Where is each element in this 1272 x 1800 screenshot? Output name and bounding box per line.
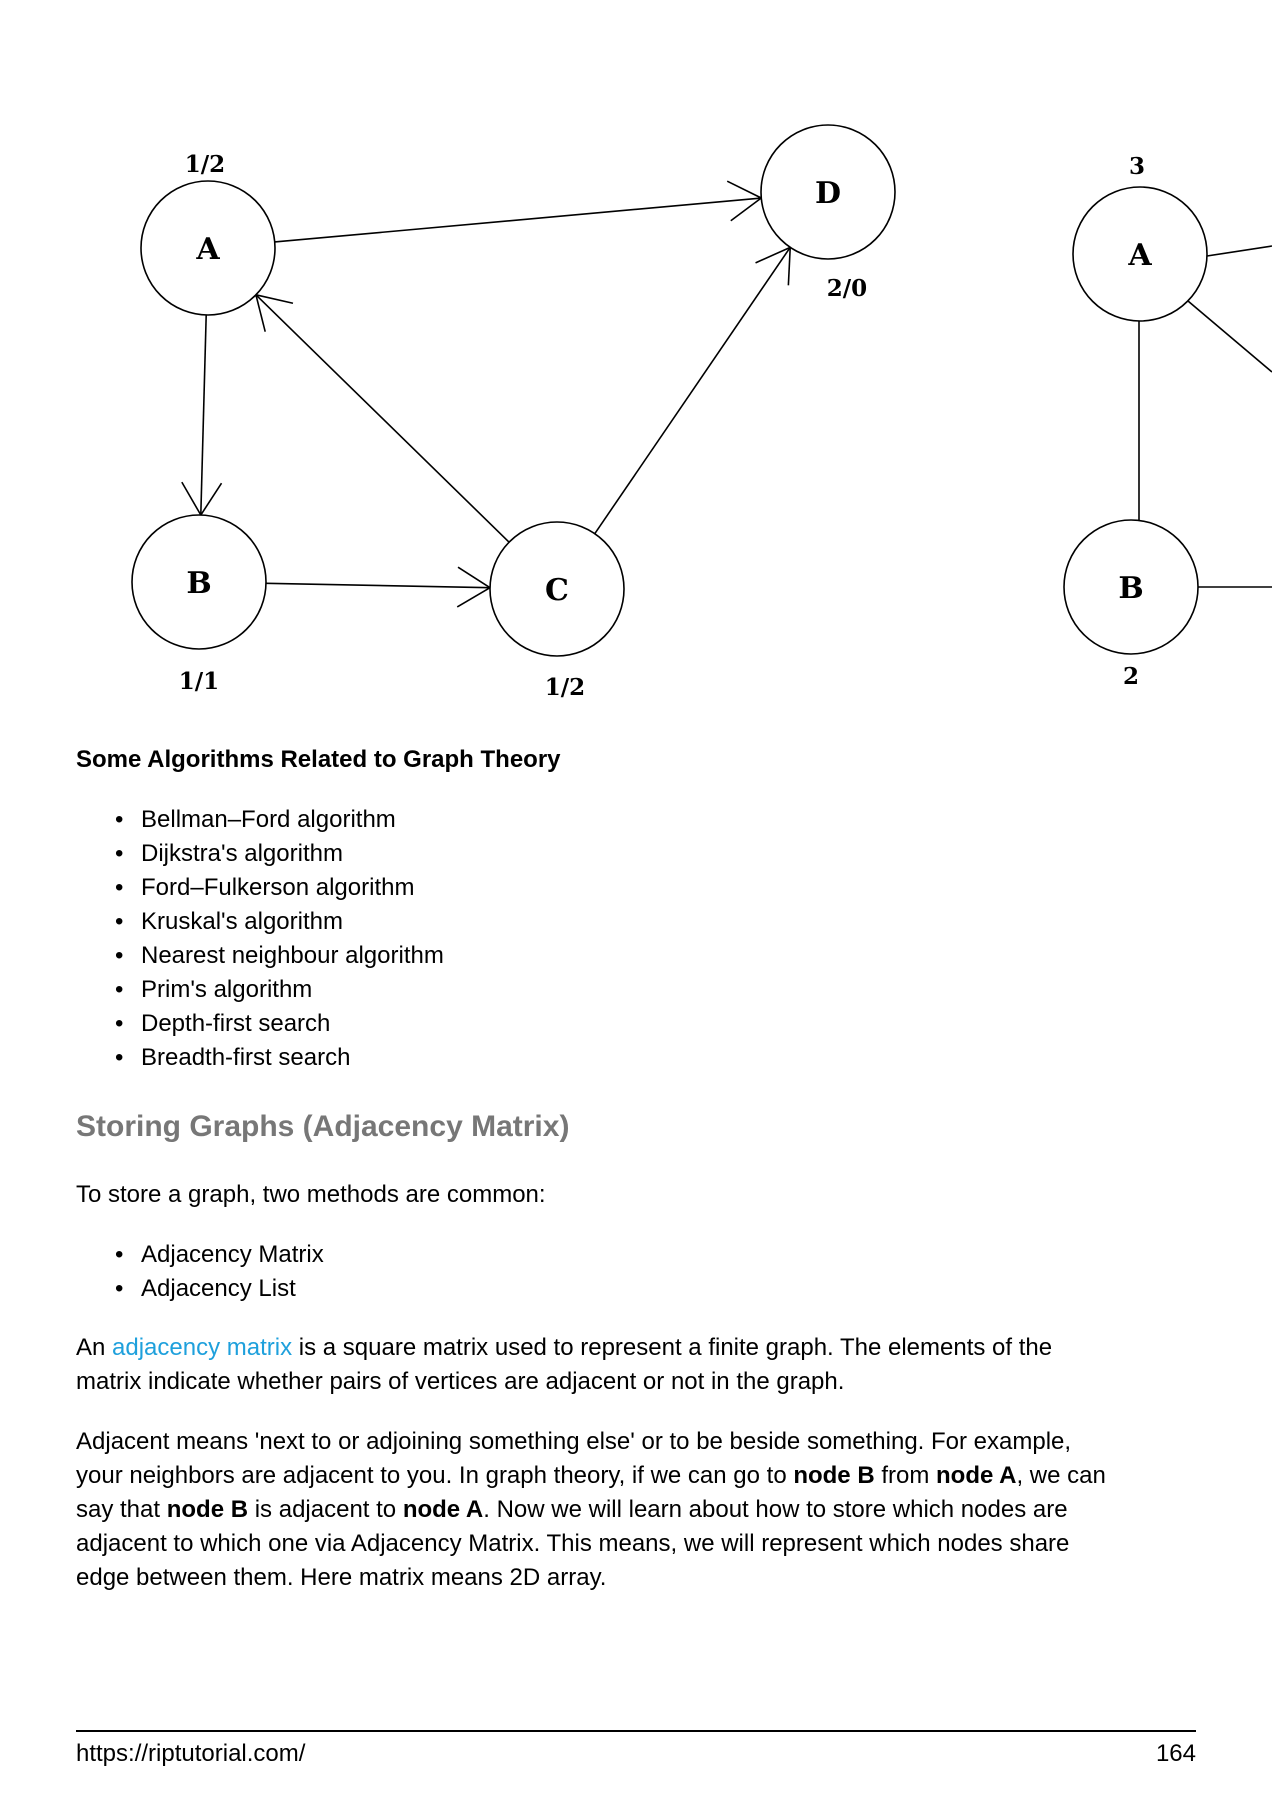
right-node-value: 3	[1129, 153, 1145, 180]
footer-url[interactable]: https://riptutorial.com/	[76, 1740, 306, 1767]
p2-line3a: say that	[76, 1496, 167, 1523]
p1-prefix: An	[76, 1334, 113, 1361]
p1-line2: matrix indicate whether pairs of vertice…	[76, 1368, 845, 1395]
algorithm-item: Bellman–Ford algorithm	[76, 803, 444, 837]
right-node-value: 2	[1123, 663, 1139, 690]
adjacency-matrix-paragraph: An adjacency matrix is a square matrix u…	[76, 1331, 1196, 1399]
storing-graphs-heading: Storing Graphs (Adjacency Matrix)	[76, 1110, 570, 1143]
storage-method-item: Adjacency List	[76, 1272, 324, 1306]
left-node-value: 1/2	[545, 674, 585, 701]
edge-b-c	[265, 566, 491, 608]
algorithm-item: Dijkstra's algorithm	[76, 837, 444, 871]
left-node-value: 1/1	[179, 668, 219, 695]
left-node-label: D	[815, 176, 841, 211]
p2-line3e: . Now we will learn about how to store w…	[483, 1496, 1068, 1523]
p2-line2a: your neighbors are adjacent to you. In g…	[76, 1462, 794, 1489]
algorithm-item: Ford–Fulkerson algorithm	[76, 871, 444, 905]
p2-node-a: node A	[936, 1462, 1017, 1489]
footer-page-number: 164	[1155, 1740, 1196, 1767]
footer-divider	[76, 1730, 1196, 1732]
edge-right-a-diagonal	[1187, 300, 1272, 373]
right-node-label: B	[1118, 571, 1143, 606]
edge-a-b	[181, 314, 223, 516]
edge-right-a-offpage	[1206, 245, 1272, 257]
right-node-b: B2	[1063, 519, 1199, 690]
left-node-label: B	[186, 566, 211, 601]
left-node-c: C 1/2	[489, 521, 625, 701]
algorithm-item: Depth-first search	[76, 1007, 444, 1041]
p2-node-a-2: node A	[402, 1496, 484, 1523]
left-node-b: B 1/1	[131, 514, 267, 695]
p1-line1-rest: is a square matrix used to represent a f…	[292, 1334, 1053, 1361]
adjacency-matrix-link[interactable]: adjacency matrix	[112, 1334, 293, 1361]
algorithm-item: Nearest neighbour algorithm	[76, 939, 444, 973]
p2-line3c: is adjacent to	[248, 1496, 403, 1523]
right-node-a: A3	[1072, 153, 1208, 322]
storing-intro: To store a graph, two methods are common…	[76, 1181, 546, 1208]
p2-line2c: from	[874, 1462, 936, 1489]
edge-c-a	[255, 294, 510, 543]
algorithm-item: Prim's algorithm	[76, 973, 444, 1007]
left-node-value: 2/0	[827, 275, 867, 302]
p2-node-b-2: node B	[166, 1496, 249, 1523]
algorithms-heading: Some Algorithms Related to Graph Theory	[76, 746, 561, 773]
edge-c-d	[594, 246, 792, 535]
p2-line5: edge between them. Here matrix means 2D …	[76, 1564, 607, 1591]
algorithms-list: Bellman–Ford algorithmDijkstra's algorit…	[76, 803, 444, 1075]
left-node-label: C	[545, 573, 569, 608]
left-node-label: A	[195, 232, 220, 267]
p2-line2e: , we can	[1016, 1462, 1106, 1489]
algorithm-item: Kruskal's algorithm	[76, 905, 444, 939]
left-node-a: A 1/2	[140, 151, 276, 316]
storage-method-item: Adjacency Matrix	[76, 1238, 324, 1272]
p2-node-b: node B	[793, 1462, 875, 1489]
right-node-label: A	[1127, 238, 1152, 273]
algorithm-item: Breadth-first search	[76, 1041, 444, 1075]
edge-a-d	[274, 180, 762, 243]
left-node-d: D 2/0	[760, 124, 896, 302]
p2-line4: adjacent to which one via Adjacency Matr…	[76, 1530, 1070, 1557]
left-node-value: 1/2	[185, 151, 225, 178]
graph-edges	[181, 180, 1272, 608]
adjacent-meaning-paragraph: Adjacent means 'next to or adjoining som…	[76, 1425, 1196, 1595]
p2-line1: Adjacent means 'next to or adjoining som…	[76, 1428, 1072, 1455]
storage-methods-list: Adjacency MatrixAdjacency List	[76, 1238, 324, 1306]
